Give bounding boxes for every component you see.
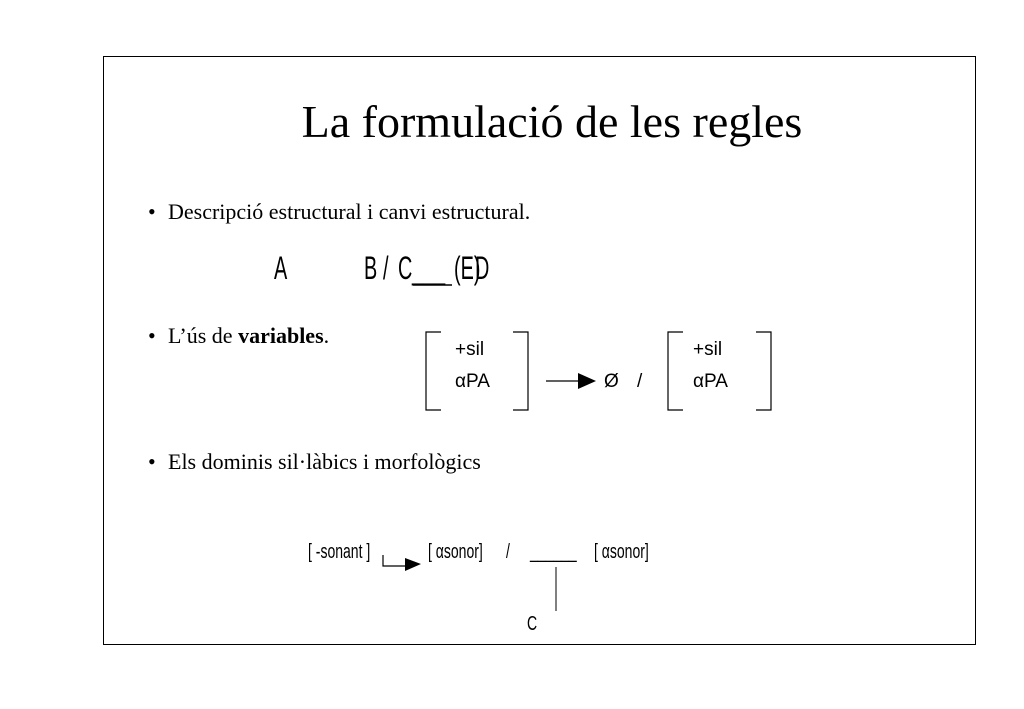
rule3-slash: / (506, 541, 510, 563)
null-symbol: Ø (604, 371, 619, 392)
bullet-text-suffix: . (323, 323, 330, 348)
matrix-left-row2: αPA (455, 371, 490, 392)
matrix-left-row1: +sil (455, 339, 485, 360)
rule-symbol-a: A (274, 250, 288, 286)
bullet-marker: • (148, 449, 156, 474)
rule-symbol-e: (E) (454, 250, 481, 286)
rule-blank: ___ (412, 250, 446, 286)
rule-symbol-b: B (364, 250, 378, 286)
slide-title: La formulació de les regles (301, 96, 803, 147)
rule-symbol-d: D (475, 250, 490, 286)
bullet-domains: • Els dominis sil·làbics i morfològics (148, 448, 481, 476)
rule-slash: / (383, 250, 389, 286)
bullet-structural-description: • Descripció estructural i canvi estructu… (148, 198, 530, 226)
rule3-context: [ αsonor] (594, 541, 649, 563)
bullet-text-prefix: L’ús de (168, 323, 239, 348)
rule3-below-label: C (527, 613, 538, 635)
rule3-blank: ______ (530, 541, 577, 563)
bullet-marker: • (148, 199, 156, 224)
bullet-variables: • L’ús de variables. (148, 322, 329, 350)
rule3-input: [ -sonant ] (308, 541, 371, 563)
bullet-text: Els dominis sil·làbics i morfològics (168, 449, 481, 474)
slide-frame (103, 56, 976, 645)
bullet-text-bold: variables (238, 323, 324, 348)
matrix-right-row2: αPA (693, 371, 728, 392)
bullet-text: Descripció estructural i canvi estructur… (168, 199, 531, 224)
rule-symbol-c: C (398, 250, 413, 286)
bullet-marker: • (148, 323, 156, 348)
rule3-output: [ αsonor] (428, 541, 483, 563)
matrix-right-row1: +sil (693, 339, 723, 360)
matrix-slash: / (637, 371, 643, 392)
